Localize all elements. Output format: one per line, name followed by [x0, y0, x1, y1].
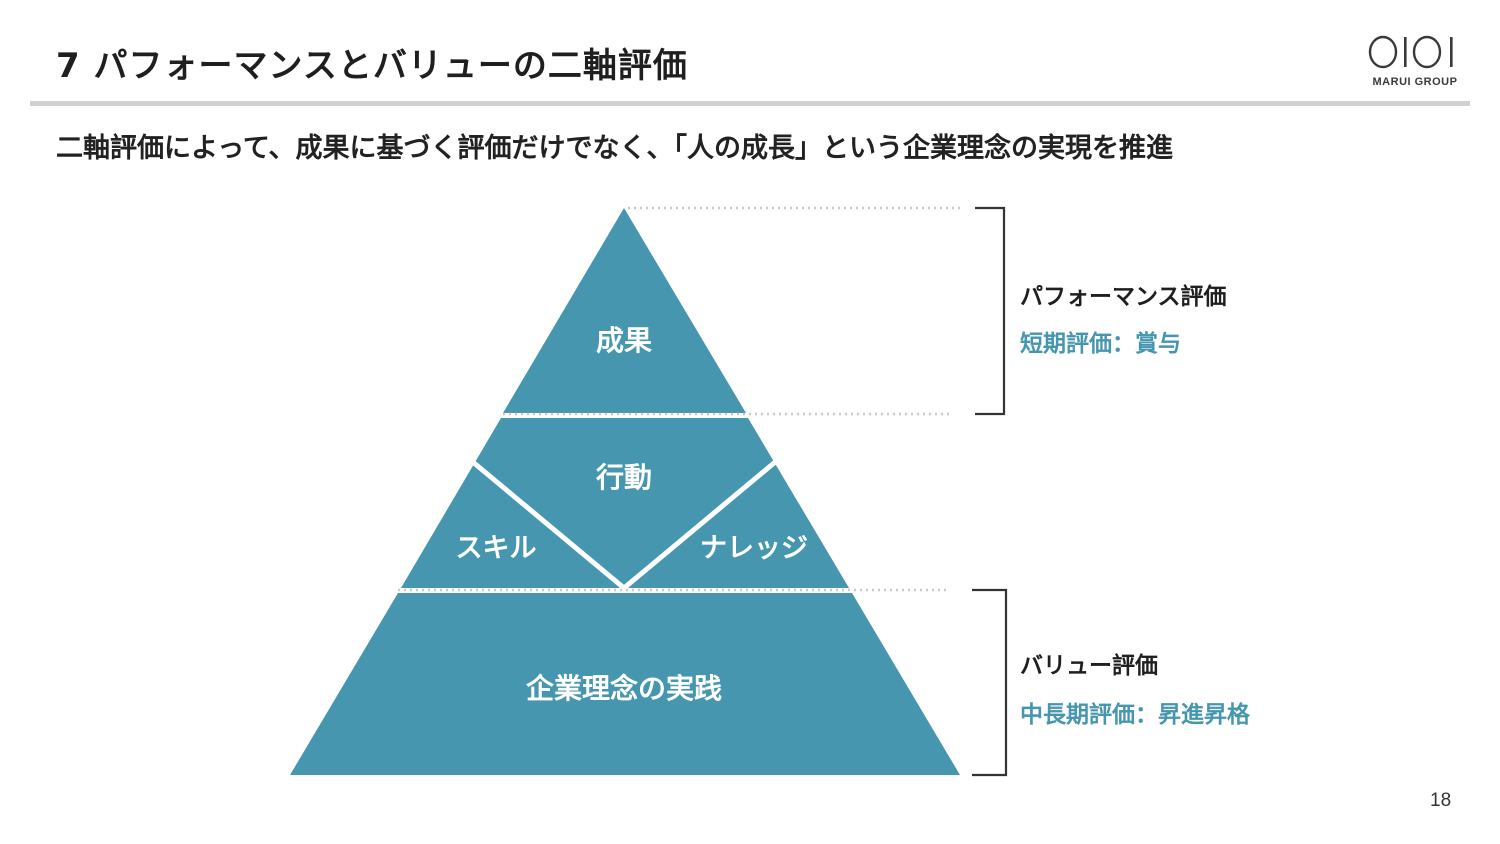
value-eval-detail: 中長期評価：昇進昇格	[1020, 702, 1250, 728]
value-eval-title: バリュー評価	[1020, 653, 1158, 679]
pyramid-middle-tier	[401, 418, 849, 588]
value-bracket	[972, 588, 1008, 777]
performance-bracket	[975, 206, 1006, 416]
pyramid-base-tier	[290, 593, 960, 775]
logo-wordmark: Marui Group	[1372, 76, 1458, 88]
performance-eval-title: パフォーマンス評価	[1020, 284, 1227, 310]
pyramid-label-behavior: 行動	[595, 461, 652, 494]
pyramid-top-tier	[503, 208, 746, 413]
page-title: 7 パフォーマンスとバリューの二軸評価	[56, 46, 688, 86]
page-number: 18	[1430, 790, 1452, 811]
page-subtitle: 二軸評価によって、成果に基づく評価だけでなく、「人の成長」という企業理念の実現を…	[56, 133, 1173, 164]
performance-eval-detail: 短期評価：賞与	[1020, 331, 1181, 357]
title-divider	[30, 101, 1470, 106]
pyramid-label-philosophy: 企業理念の実践	[526, 672, 722, 705]
marui-logo-icon	[1368, 35, 1453, 69]
pyramid-label-knowledge: ナレッジ	[700, 533, 808, 564]
pyramid-v-divider	[466, 456, 782, 592]
pyramid-label-results: 成果	[596, 324, 652, 357]
pyramid-label-skill: スキル	[456, 533, 537, 564]
